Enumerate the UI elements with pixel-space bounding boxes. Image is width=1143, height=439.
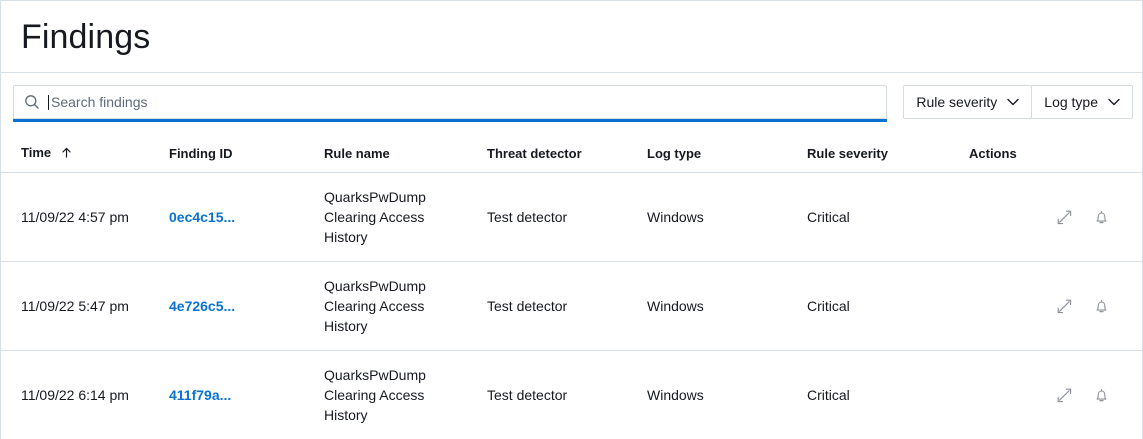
table-header: Time Finding ID Rule name Threat detecto… [1,135,1142,173]
cell-rule-name: QuarksPwDump Clearing Access History [324,350,487,439]
cell-threat-detector: Test detector [487,350,647,439]
search-container: Search findings [13,85,888,123]
cell-rule-severity: Critical [807,350,969,439]
page-header: Findings [1,1,1142,73]
search-placeholder: Search findings [51,94,148,110]
arrow-up-icon [61,146,72,161]
search-input[interactable]: Search findings [13,85,888,119]
cell-actions [969,172,1142,262]
finding-id-link[interactable]: 4e726c5... [169,298,236,314]
chevron-down-icon [1108,98,1120,106]
cell-threat-detector: Test detector [487,261,647,351]
row-actions [969,296,1126,317]
table-tools-bar: Search findings Rule severity Log type [1,73,1142,135]
column-header-time-label: Time [21,145,52,160]
cell-threat-detector: Test detector [487,172,647,262]
cell-rule-severity: Critical [807,172,969,262]
chevron-down-icon [1007,98,1019,106]
cell-rule-severity: Critical [807,261,969,351]
cell-log-type: Windows [647,350,807,439]
search-focus-underline [13,119,888,122]
table-body: 11/09/22 4:57 pm 0ec4c15... QuarksPwDump… [1,172,1142,439]
cell-actions [969,261,1142,351]
finding-id-link[interactable]: 411f79a... [169,387,232,403]
cell-time: 11/09/22 6:14 pm [1,350,169,439]
column-header-rule-name[interactable]: Rule name [324,135,487,173]
cell-finding-id: 4e726c5... [169,261,324,351]
column-header-rule-severity[interactable]: Rule severity [807,135,969,173]
column-header-threat-detector[interactable]: Threat detector [487,135,647,173]
cell-time: 11/09/22 5:47 pm [1,261,169,351]
table-row: 11/09/22 5:47 pm 4e726c5... QuarksPwDump… [1,261,1142,351]
bell-icon[interactable] [1091,296,1112,317]
table-row: 11/09/22 4:57 pm 0ec4c15... QuarksPwDump… [1,172,1142,262]
search-icon [24,94,40,110]
table-row: 11/09/22 6:14 pm 411f79a... QuarksPwDump… [1,350,1142,439]
expand-icon[interactable] [1054,207,1075,228]
table-header-row: Time Finding ID Rule name Threat detecto… [1,135,1142,173]
column-header-time[interactable]: Time [1,135,169,173]
cell-log-type: Windows [647,172,807,262]
cell-rule-name: QuarksPwDump Clearing Access History [324,261,487,351]
column-header-finding-id[interactable]: Finding ID [169,135,324,173]
filter-button-group: Rule severity Log type [903,85,1138,119]
page-title: Findings [21,17,151,56]
expand-icon[interactable] [1054,296,1075,317]
bell-icon[interactable] [1091,385,1112,406]
findings-table: Time Finding ID Rule name Threat detecto… [1,135,1142,439]
row-actions [969,207,1126,228]
filter-rule-severity-button[interactable]: Rule severity [903,85,1033,119]
cell-actions [969,350,1142,439]
cell-finding-id: 411f79a... [169,350,324,439]
bell-icon[interactable] [1091,207,1112,228]
cell-finding-id: 0ec4c15... [169,172,324,262]
column-header-actions: Actions [969,135,1142,173]
row-actions [969,385,1126,406]
filter-log-type-label: Log type [1044,94,1098,110]
cell-log-type: Windows [647,261,807,351]
text-caret [48,94,49,110]
finding-id-link[interactable]: 0ec4c15... [169,209,236,225]
filter-log-type-button[interactable]: Log type [1031,85,1133,119]
column-header-log-type[interactable]: Log type [647,135,807,173]
cell-rule-name: QuarksPwDump Clearing Access History [324,172,487,262]
cell-time: 11/09/22 4:57 pm [1,172,169,262]
filter-rule-severity-label: Rule severity [916,94,998,110]
expand-icon[interactable] [1054,385,1075,406]
